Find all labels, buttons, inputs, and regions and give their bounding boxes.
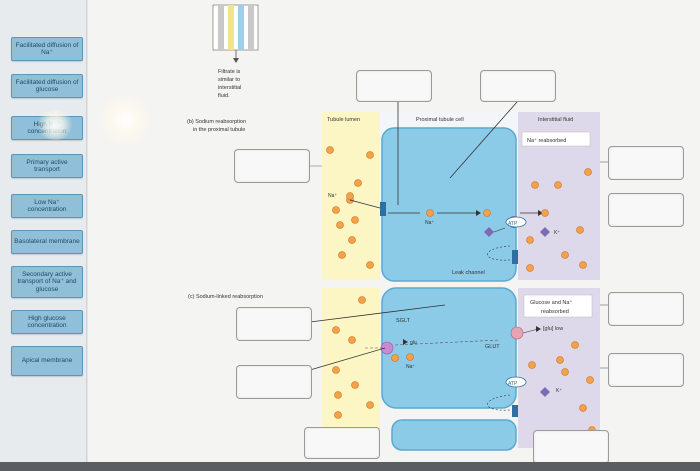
leak-channel-label: Leak channel — [452, 270, 485, 276]
proximal-tubule-cell-c-lower — [391, 419, 517, 451]
nephron-tubule-illustration — [212, 4, 259, 63]
chip-text: Apical membrane — [21, 357, 73, 365]
drop-target-10[interactable] — [304, 427, 380, 459]
drop-target-7[interactable] — [608, 292, 684, 326]
chip-text: Facilitated diffusion of glucose — [15, 78, 79, 94]
label-chip-secondary-active-transport[interactable]: Secondary active transport of Na⁺ and gl… — [11, 266, 83, 298]
filtrate-note-line-4: fluid. — [218, 93, 230, 99]
label-chip-facilitated-diffusion-glucose[interactable]: Facilitated diffusion of glucose — [11, 74, 83, 98]
panel-b-title-1: (b) Sodium reabsorption — [187, 119, 246, 125]
glu-label: glu — [410, 340, 417, 346]
chip-text: Low Na⁺ concentration — [27, 198, 67, 214]
glut-label: GLUT — [485, 344, 500, 350]
filtrate-note-line-1: Filtrate is — [218, 69, 241, 75]
drop-target-11[interactable] — [533, 430, 609, 464]
sglt-label: SGLT — [396, 318, 411, 324]
glucose-na-reabsorbed-1: Glucose and Na⁺ — [530, 299, 572, 306]
k-label: K⁺ — [554, 230, 560, 236]
na-c-label: Na⁺ — [406, 364, 415, 370]
drop-target-9[interactable] — [608, 353, 684, 387]
atp-label: ATP — [508, 221, 518, 227]
monitor-bezel — [0, 462, 700, 471]
chip-text: Secondary active transport of Na⁺ and gl… — [17, 270, 77, 293]
chip-text: High glucose concentration — [27, 314, 67, 330]
k-c-label: K⁺ — [556, 388, 562, 394]
drop-target-8[interactable] — [236, 365, 312, 399]
chip-text: Facilitated diffusion of Na⁺ — [15, 41, 79, 57]
glut-transporter — [510, 326, 524, 340]
label-chip-basolateral-membrane[interactable]: Basolateral membrane — [11, 230, 83, 254]
label-chip-low-na-concentration[interactable]: Low Na⁺ concentration — [11, 194, 83, 218]
na-reabsorbed-label: Na⁺ reabsorbed — [527, 137, 566, 144]
na-plus-label: Na⁺ — [328, 193, 337, 199]
chip-text: Basolateral membrane — [14, 238, 80, 246]
col-proximal-cell: Proximal tubule cell — [416, 117, 464, 123]
chip-text: Primary active transport — [26, 158, 68, 174]
drop-target-6[interactable] — [236, 307, 312, 341]
label-bank: Facilitated diffusion of Na⁺ Facilitated… — [0, 0, 87, 471]
sodium-ions-c — [332, 296, 596, 434]
label-chip-primary-active-transport[interactable]: Primary active transport — [11, 154, 83, 178]
filtrate-note-line-3: interstitial — [218, 85, 241, 91]
panel-b-title-2: in the proximal tubule — [193, 127, 245, 133]
proximal-tubule-cell-b — [381, 127, 517, 282]
drop-target-4[interactable] — [608, 146, 684, 180]
leak-channel — [512, 250, 518, 264]
na-k-pump-c — [505, 376, 527, 388]
sodium-ions-interstitial-b — [526, 168, 592, 272]
label-chip-facilitated-diffusion-na[interactable]: Facilitated diffusion of Na⁺ — [11, 37, 83, 61]
sodium-ions-lumen-b — [326, 146, 374, 269]
apical-na-channel — [380, 202, 386, 216]
glu-low-label: [glu] low — [543, 326, 563, 332]
col-tubule-lumen: Tubule lumen — [327, 117, 360, 123]
drop-target-3[interactable] — [234, 149, 310, 183]
drop-target-5[interactable] — [608, 193, 684, 227]
na-label-cell: Na⁺ — [425, 220, 434, 226]
sglt-transporter — [380, 341, 394, 355]
panel-c-title: (c) Sodium-linked reabsorption — [188, 294, 263, 300]
screen-glare-small — [35, 110, 75, 140]
glucose-na-reabsorbed-2: reabsorbed — [541, 309, 569, 315]
filtrate-note-line-2: similar to — [218, 77, 240, 83]
label-chip-high-glucose-concentration[interactable]: High glucose concentration — [11, 310, 83, 334]
screen-glare — [95, 95, 155, 145]
drop-target-1[interactable] — [356, 70, 432, 102]
drop-target-2[interactable] — [480, 70, 556, 102]
col-interstitial: Interstitial fluid — [538, 117, 573, 123]
label-chip-apical-membrane[interactable]: Apical membrane — [11, 346, 83, 376]
atp-c-label: ATP — [508, 381, 518, 387]
tubule-lumen-region-c — [322, 288, 380, 448]
